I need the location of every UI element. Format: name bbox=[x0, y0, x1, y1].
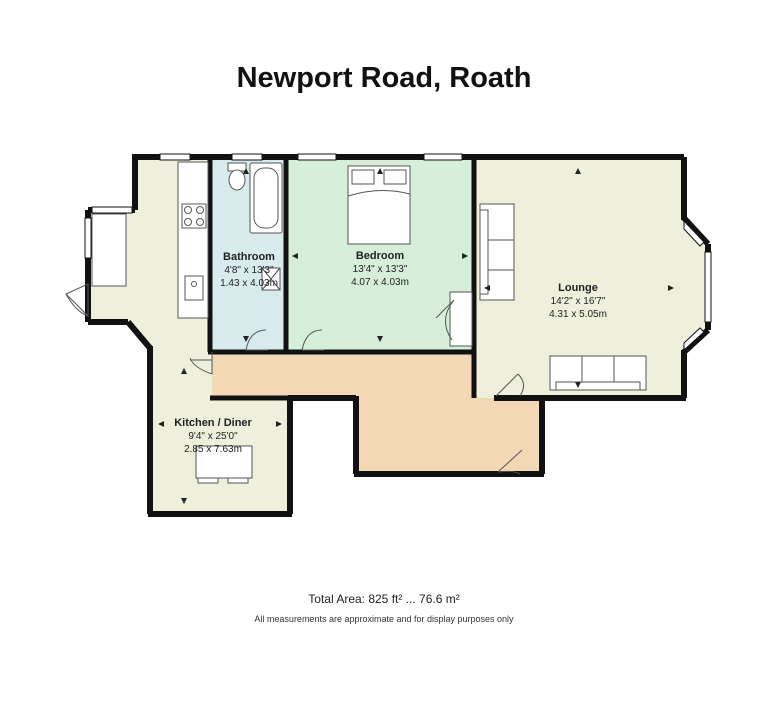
plan-title: Newport Road, Roath bbox=[236, 62, 532, 94]
bathroom-metric: 1.43 x 4.03m bbox=[220, 278, 278, 289]
lounge-fill bbox=[474, 160, 708, 398]
bathroom-fittings bbox=[227, 162, 283, 291]
bedroom-imperial: 13'4" x 13'3" bbox=[353, 264, 408, 275]
room-label-lounge: Lounge 14'2" x 16'7" 4.31 x 5.05m bbox=[549, 282, 607, 320]
hallway-fill bbox=[212, 352, 542, 472]
kitchen-counter bbox=[91, 161, 209, 319]
room-label-bathroom: Bathroom 4'8" x 13'3" 1.43 x 4.03m bbox=[220, 251, 278, 289]
doors bbox=[65, 283, 524, 475]
dining-table bbox=[195, 445, 253, 484]
disclaimer: All measurements are approximate and for… bbox=[254, 614, 514, 624]
windows bbox=[84, 153, 712, 352]
bathroom-name: Bathroom bbox=[223, 251, 275, 263]
room-label-bedroom: Bedroom 13'4" x 13'3" 4.07 x 4.03m bbox=[351, 250, 409, 288]
kitchen-imperial: 9'4" x 25'0" bbox=[188, 431, 238, 442]
room-label-kitchen: Kitchen / Diner 9'4" x 25'0" 2.85 x 7.63… bbox=[174, 417, 252, 455]
kitchen-name: Kitchen / Diner bbox=[174, 417, 252, 429]
total-area: Total Area: 825 ft² ... 76.6 m² bbox=[308, 592, 460, 606]
dimension-markers bbox=[158, 168, 674, 504]
bedroom-metric: 4.07 x 4.03m bbox=[351, 277, 409, 288]
walls bbox=[85, 154, 711, 517]
lounge-metric: 4.31 x 5.05m bbox=[549, 309, 607, 320]
sofa bbox=[479, 203, 647, 391]
bedroom-name: Bedroom bbox=[356, 250, 405, 262]
kitchen-fill bbox=[85, 160, 290, 512]
lounge-name: Lounge bbox=[558, 282, 598, 294]
kitchen-metric: 2.85 x 7.63m bbox=[184, 444, 242, 455]
bed bbox=[347, 165, 473, 347]
lounge-imperial: 14'2" x 16'7" bbox=[551, 296, 606, 307]
bathroom-imperial: 4'8" x 13'3" bbox=[224, 265, 274, 276]
